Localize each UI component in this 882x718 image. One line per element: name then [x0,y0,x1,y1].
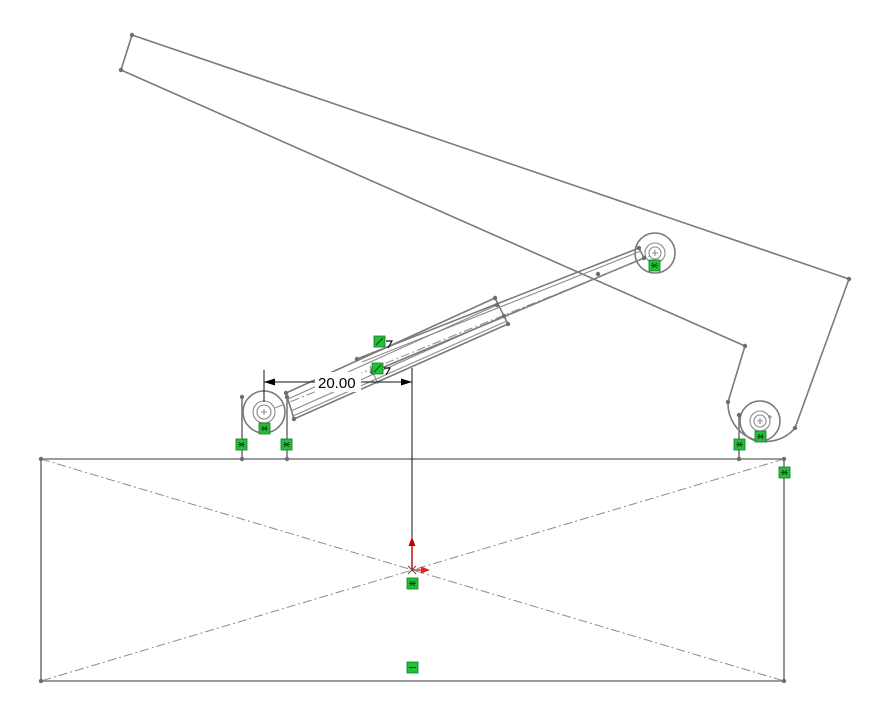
fix-relation-icon[interactable] [733,438,746,451]
center-marks [261,250,772,424]
fix-relation-icon[interactable] [406,577,419,590]
parallel-relation-icon[interactable] [373,335,394,349]
boom-arm[interactable] [120,34,850,443]
fix-relation-icon[interactable] [778,466,791,479]
sketch-origin-icon [407,537,430,575]
linear-dimension[interactable]: 20.00 [263,368,413,544]
dimension-value[interactable]: 20.00 [318,375,356,392]
fix-relation-icon[interactable] [258,422,271,435]
fix-relation-icon[interactable] [648,259,661,272]
horizontal-relation-icon[interactable] [406,661,419,674]
sketch-points [38,32,852,684]
fix-relation-icon[interactable] [235,438,248,451]
pivot-construction-lines [241,396,740,460]
fix-relation-icon[interactable] [280,438,293,451]
fix-relation-icon[interactable] [754,430,767,443]
parallel-relation-icon[interactable] [371,362,392,376]
